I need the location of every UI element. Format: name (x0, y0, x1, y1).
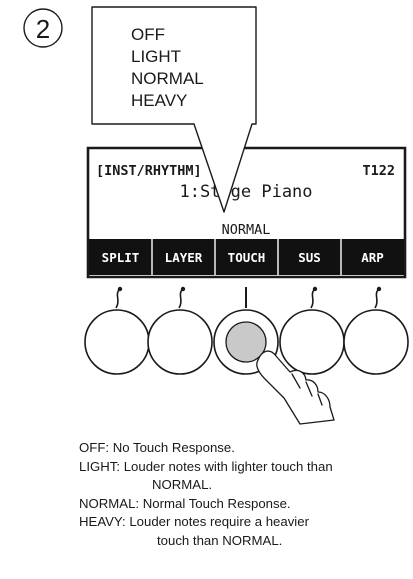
knob-sus[interactable] (279, 286, 345, 375)
lcd-tempo: T122 (362, 163, 395, 179)
callout-option-heavy: HEAVY (131, 91, 187, 110)
desc-heavy-continued: touch than NORMAL. (157, 532, 283, 548)
knob-arp[interactable] (343, 286, 409, 375)
touch-response-descriptions: OFF: No Touch Response. LIGHT: Louder no… (79, 439, 413, 551)
desc-off: OFF: No Touch Response. (79, 440, 235, 455)
softkey-label-sus: SUS (298, 250, 321, 265)
keyboard-illustration: 2 [INST/RHYTHM] T122 1:Stage Piano NORMA… (23, 6, 409, 425)
lcd-tone-name: 1:Stage Piano (179, 182, 312, 202)
callout-option-normal: NORMAL (131, 69, 204, 88)
options-callout: OFF LIGHT NORMAL HEAVY (91, 6, 257, 213)
desc-normal: NORMAL: Normal Touch Response. (79, 495, 291, 511)
lcd-display: [INST/RHYTHM] T122 1:Stage Piano NORMAL … (86, 146, 407, 279)
desc-light-continued: NORMAL. (152, 477, 213, 493)
desc-heavy: HEAVY: Louder notes require a heavier (79, 514, 309, 530)
desc-light: LIGHT: Louder notes with lighter touch t… (79, 458, 333, 474)
lcd-header-label: [INST/RHYTHM] (96, 163, 202, 179)
softkey-label-layer: LAYER (165, 250, 203, 265)
callout-option-light: LIGHT (131, 47, 181, 66)
callout-option-off: OFF (131, 25, 165, 44)
lcd-setting-value: NORMAL (222, 222, 271, 238)
softkey-label-split: SPLIT (102, 250, 140, 265)
knob-split[interactable] (84, 286, 150, 375)
softkey-label-touch: TOUCH (228, 250, 266, 265)
hand-pressing-icon (256, 350, 335, 425)
step-badge: 2 (23, 8, 63, 48)
knob-pressed-indicator (225, 321, 267, 363)
softkey-label-arp: ARP (361, 250, 384, 265)
step-number: 2 (36, 14, 50, 44)
knob-layer[interactable] (147, 286, 213, 375)
soft-knobs (84, 286, 409, 375)
